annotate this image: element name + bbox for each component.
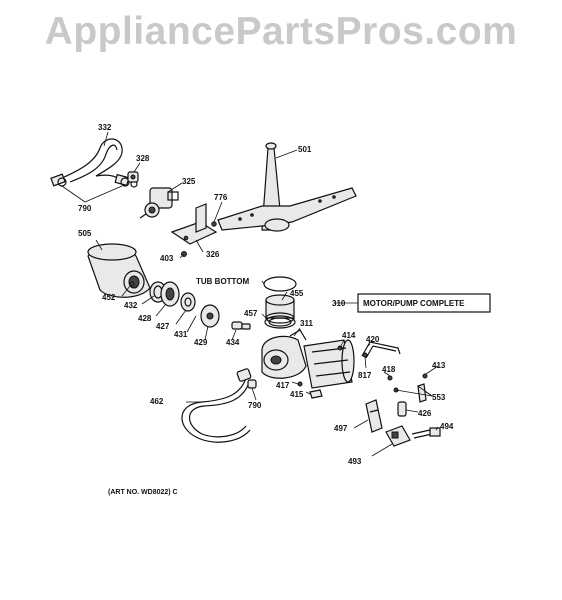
label-311: 311 <box>300 319 313 328</box>
part-332-hose[interactable] <box>50 138 130 187</box>
part-434-fitting[interactable] <box>231 321 251 330</box>
label-413: 413 <box>432 361 446 370</box>
part-457-clamp[interactable] <box>264 315 296 329</box>
part-420-strap[interactable] <box>361 341 401 359</box>
label-462: 462 <box>150 397 164 406</box>
part-429-impeller[interactable] <box>200 304 220 328</box>
label-426: 426 <box>418 409 432 418</box>
watermark-logo: AppliancePartsPros.com <box>44 10 518 53</box>
part-328-fitting[interactable] <box>127 171 139 183</box>
label-415: 415 <box>290 390 304 399</box>
part-455-pump-seal[interactable] <box>265 294 295 324</box>
part-452-screw[interactable] <box>129 281 135 287</box>
label-776: 776 <box>214 193 228 202</box>
label-motor-pump-complete: MOTOR/PUMP COMPLETE <box>363 299 465 308</box>
label-493: 493 <box>348 457 362 466</box>
label-431: 431 <box>174 330 188 339</box>
part-311-pump-housing[interactable] <box>261 329 307 379</box>
label-328: 328 <box>136 154 150 163</box>
label-403: 403 <box>160 254 174 263</box>
part-493-terminal-block[interactable] <box>385 425 411 447</box>
part-776-screw[interactable] <box>211 221 217 227</box>
part-417-screw[interactable] <box>297 381 303 387</box>
part-505-housing[interactable] <box>87 243 151 298</box>
label-553: 553 <box>432 393 446 402</box>
part-418-fastener[interactable] <box>387 375 399 393</box>
part-790-clamp[interactable] <box>247 379 257 389</box>
part-501-spray-arm[interactable] <box>217 142 357 232</box>
label-420: 420 <box>366 335 380 344</box>
part-415-bracket[interactable] <box>309 389 323 399</box>
label-418: 418 <box>382 365 396 374</box>
label-455: 455 <box>290 289 304 298</box>
part-497-bracket[interactable] <box>365 399 383 433</box>
part-428-impeller[interactable] <box>160 281 180 307</box>
label-505: 505 <box>78 229 92 238</box>
part-326-bracket[interactable] <box>170 203 218 245</box>
label-429: 429 <box>194 338 208 347</box>
art-number: (ART NO. WD8022) C <box>108 489 178 496</box>
label-434: 434 <box>226 338 240 347</box>
label-325: 325 <box>182 177 196 186</box>
label-432: 432 <box>124 301 138 310</box>
label-tub-bottom: TUB BOTTOM <box>196 277 250 286</box>
label-457: 457 <box>244 309 258 318</box>
motor[interactable] <box>303 339 355 389</box>
label-452: 452 <box>102 293 116 302</box>
label-310: 310 <box>332 299 346 308</box>
label-501: 501 <box>298 145 312 154</box>
leader-lines <box>61 131 439 457</box>
part-325-inlet-valve[interactable] <box>139 187 179 219</box>
part-427-seal[interactable] <box>180 292 196 312</box>
part-553-clip[interactable] <box>417 383 427 403</box>
label-790-upper: 790 <box>78 204 92 213</box>
part-494-harness[interactable] <box>411 427 441 439</box>
label-326: 326 <box>206 250 220 259</box>
label-417: 417 <box>276 381 290 390</box>
part-426-sensor[interactable] <box>397 401 407 417</box>
label-414: 414 <box>342 331 356 340</box>
part-462-drain-hose[interactable] <box>181 368 252 443</box>
label-790-lower: 790 <box>248 401 262 410</box>
part-413-screw[interactable] <box>422 373 428 379</box>
label-817: 817 <box>358 371 372 380</box>
label-428: 428 <box>138 314 152 323</box>
label-427: 427 <box>156 322 170 331</box>
label-332: 332 <box>98 123 112 132</box>
label-494: 494 <box>440 422 454 431</box>
label-497: 497 <box>334 424 348 433</box>
